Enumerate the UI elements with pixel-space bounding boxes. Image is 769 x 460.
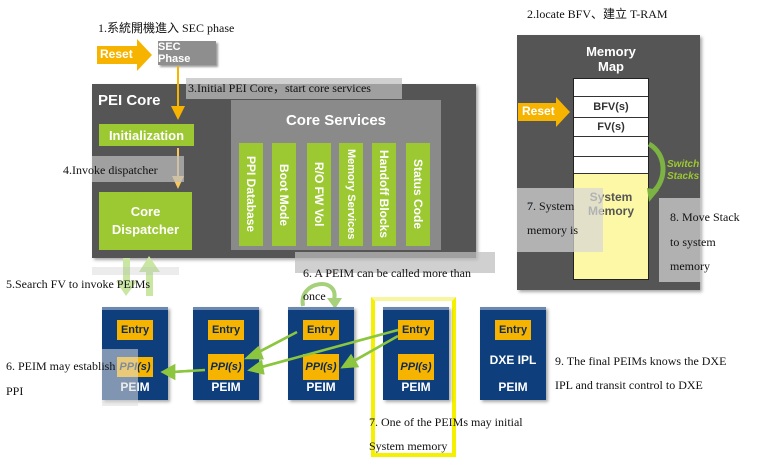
note-step-8-line2: to system xyxy=(670,235,716,249)
arrow-peim3-entry-to-peim2-ppi xyxy=(254,330,298,356)
memory-map-title-line1: Memory xyxy=(586,44,636,59)
arrowhead-2 xyxy=(247,359,265,375)
note-step-9-line2: IPL and transit control to DXE xyxy=(555,378,703,392)
arrowhead-3 xyxy=(340,353,360,369)
note-step-7a-line2: memory is xyxy=(527,223,578,237)
sec-phase-label: SEC Phase xyxy=(158,41,191,65)
core-service-memory-services: Memory Services xyxy=(339,143,363,246)
peim-loop-arrowhead xyxy=(327,298,342,309)
memory-row-empty-1 xyxy=(574,137,648,157)
peim-5-entry: Entry xyxy=(495,320,531,340)
core-services-title: Core Services xyxy=(285,112,387,129)
peim-2-label: PEIM xyxy=(211,380,241,394)
arrow-peim2-ppi-to-peim1-ppi xyxy=(171,368,206,374)
memory-map-title: Memory Map xyxy=(573,44,649,74)
note-step-8-line3: memory xyxy=(670,259,710,273)
core-service-status-code: Status Code xyxy=(406,143,430,246)
note-6b-backdrop xyxy=(102,349,138,406)
reset-arrow-shape xyxy=(97,39,152,71)
note-step-5: 5.Search FV to invoke PEIMs xyxy=(6,277,151,291)
core-service-ro-fw-vol: R/O FW Vol xyxy=(307,143,331,246)
dispatcher-line-1: Core xyxy=(130,204,161,219)
dispatcher-down-arrow xyxy=(116,258,137,296)
core-service-boot-mode: Boot Mode xyxy=(272,143,296,246)
reset-label: Reset xyxy=(100,47,133,61)
dispatcher-up-arrow xyxy=(139,256,160,296)
peim-4-ppi: PPI(s) xyxy=(398,354,434,380)
peim-4-label: PEIM xyxy=(401,380,431,394)
switch-stacks-label: Switch Stacks xyxy=(667,159,699,183)
note-step-6b-line1: 6. PEIM may establish xyxy=(6,359,116,373)
note-step-2: 2.locate BFV、建立 T-RAM xyxy=(527,7,668,21)
reset-arrow: Reset xyxy=(97,39,153,71)
switch-stacks-line2: Stacks xyxy=(667,171,700,182)
note-step-5-backdrop xyxy=(92,267,179,275)
memory-row-empty-2 xyxy=(574,157,648,174)
note-step-3: 3.Initial PEI Core，start core services xyxy=(188,81,371,95)
switch-stacks-arrow-icon xyxy=(647,141,666,202)
memory-row-bfv: BFV(s) xyxy=(574,97,648,118)
memory-reset-arrow: Reset xyxy=(518,97,570,127)
peim-5-label: PEIM xyxy=(498,380,528,394)
peim-3-entry: Entry xyxy=(303,320,339,340)
peim-5-dxe-ipl-label: DXE IPL xyxy=(489,353,537,367)
note-step-3-backdrop xyxy=(186,78,402,99)
peim-loop-arrow xyxy=(300,282,337,307)
sec-to-init-arrow xyxy=(171,66,185,120)
pei-core-title: PEI Core xyxy=(98,92,161,109)
peim-3-label: PEIM xyxy=(306,380,336,394)
arrow-peim4-entry-to-peim2-ppi xyxy=(257,328,399,370)
initialization-label: Initialization xyxy=(108,127,185,143)
note-step-4: 4.Invoke dispatcher xyxy=(63,163,158,177)
peim-2-ppi: PPI(s) xyxy=(208,354,244,380)
switch-stacks-line1: Switch xyxy=(667,159,700,170)
peim-4-entry: Entry xyxy=(398,320,434,340)
peim-4: Entry PPI(s) PEIM xyxy=(383,307,449,400)
peim-1-entry: Entry xyxy=(117,320,153,340)
note-step-4-backdrop xyxy=(92,156,184,182)
note-step-6a-line2: once xyxy=(303,289,326,303)
memory-row-fv: FV(s) xyxy=(574,118,648,137)
initialization-box: Initialization xyxy=(99,124,194,146)
core-service-handoff-blocks: Handoff Blocks xyxy=(372,143,396,246)
arrowhead-1 xyxy=(243,345,264,360)
arrowhead-4 xyxy=(160,363,176,381)
peim-2: Entry PPI(s) PEIM xyxy=(193,307,259,400)
note-step-8-line1: 8. Move Stack xyxy=(670,210,740,224)
highlight-frame xyxy=(371,297,456,457)
core-dispatcher-box: Core Dispatcher xyxy=(99,192,192,250)
note-step-1: 1.系統開機進入 SEC phase xyxy=(98,21,235,35)
dispatcher-line-2: Dispatcher xyxy=(111,222,180,237)
note-7a-backdrop xyxy=(517,188,603,252)
note-6a-backdrop xyxy=(295,252,495,273)
note-step-6b-line2: PPI xyxy=(6,384,24,398)
arrow-peim4-entry-to-peim3-ppi xyxy=(351,334,399,364)
note-8-backdrop xyxy=(659,198,701,282)
peim-5-dxe-ipl: Entry DXE IPL PEIM xyxy=(480,307,546,400)
memory-row-top xyxy=(574,79,648,97)
memory-reset-label: Reset xyxy=(522,104,555,118)
sec-phase-box: SEC Phase xyxy=(158,41,216,65)
note-step-7b-line1: 7. One of the PEIMs may initial xyxy=(369,415,523,429)
peim-3-ppi: PPI(s) xyxy=(303,354,339,380)
note-step-7b-line2: System memory xyxy=(369,439,448,453)
note-step-6a-line1: 6. A PEIM can be called more than xyxy=(303,266,471,280)
memory-reset-arrow-shape xyxy=(518,97,570,127)
note-step-7a-line1: 77. System xyxy=(527,199,575,213)
peim-3: Entry PPI(s) PEIM xyxy=(288,307,354,400)
note-step-9-line1: 9. The final PEIMs knows the DXE xyxy=(555,354,727,368)
memory-map-title-line2: Map xyxy=(598,59,624,74)
peim-2-entry: Entry xyxy=(208,320,244,340)
memory-map-column: BFV(s) FV(s) System Memory xyxy=(573,78,649,280)
core-service-ppi-database: PPI Database xyxy=(239,143,263,246)
